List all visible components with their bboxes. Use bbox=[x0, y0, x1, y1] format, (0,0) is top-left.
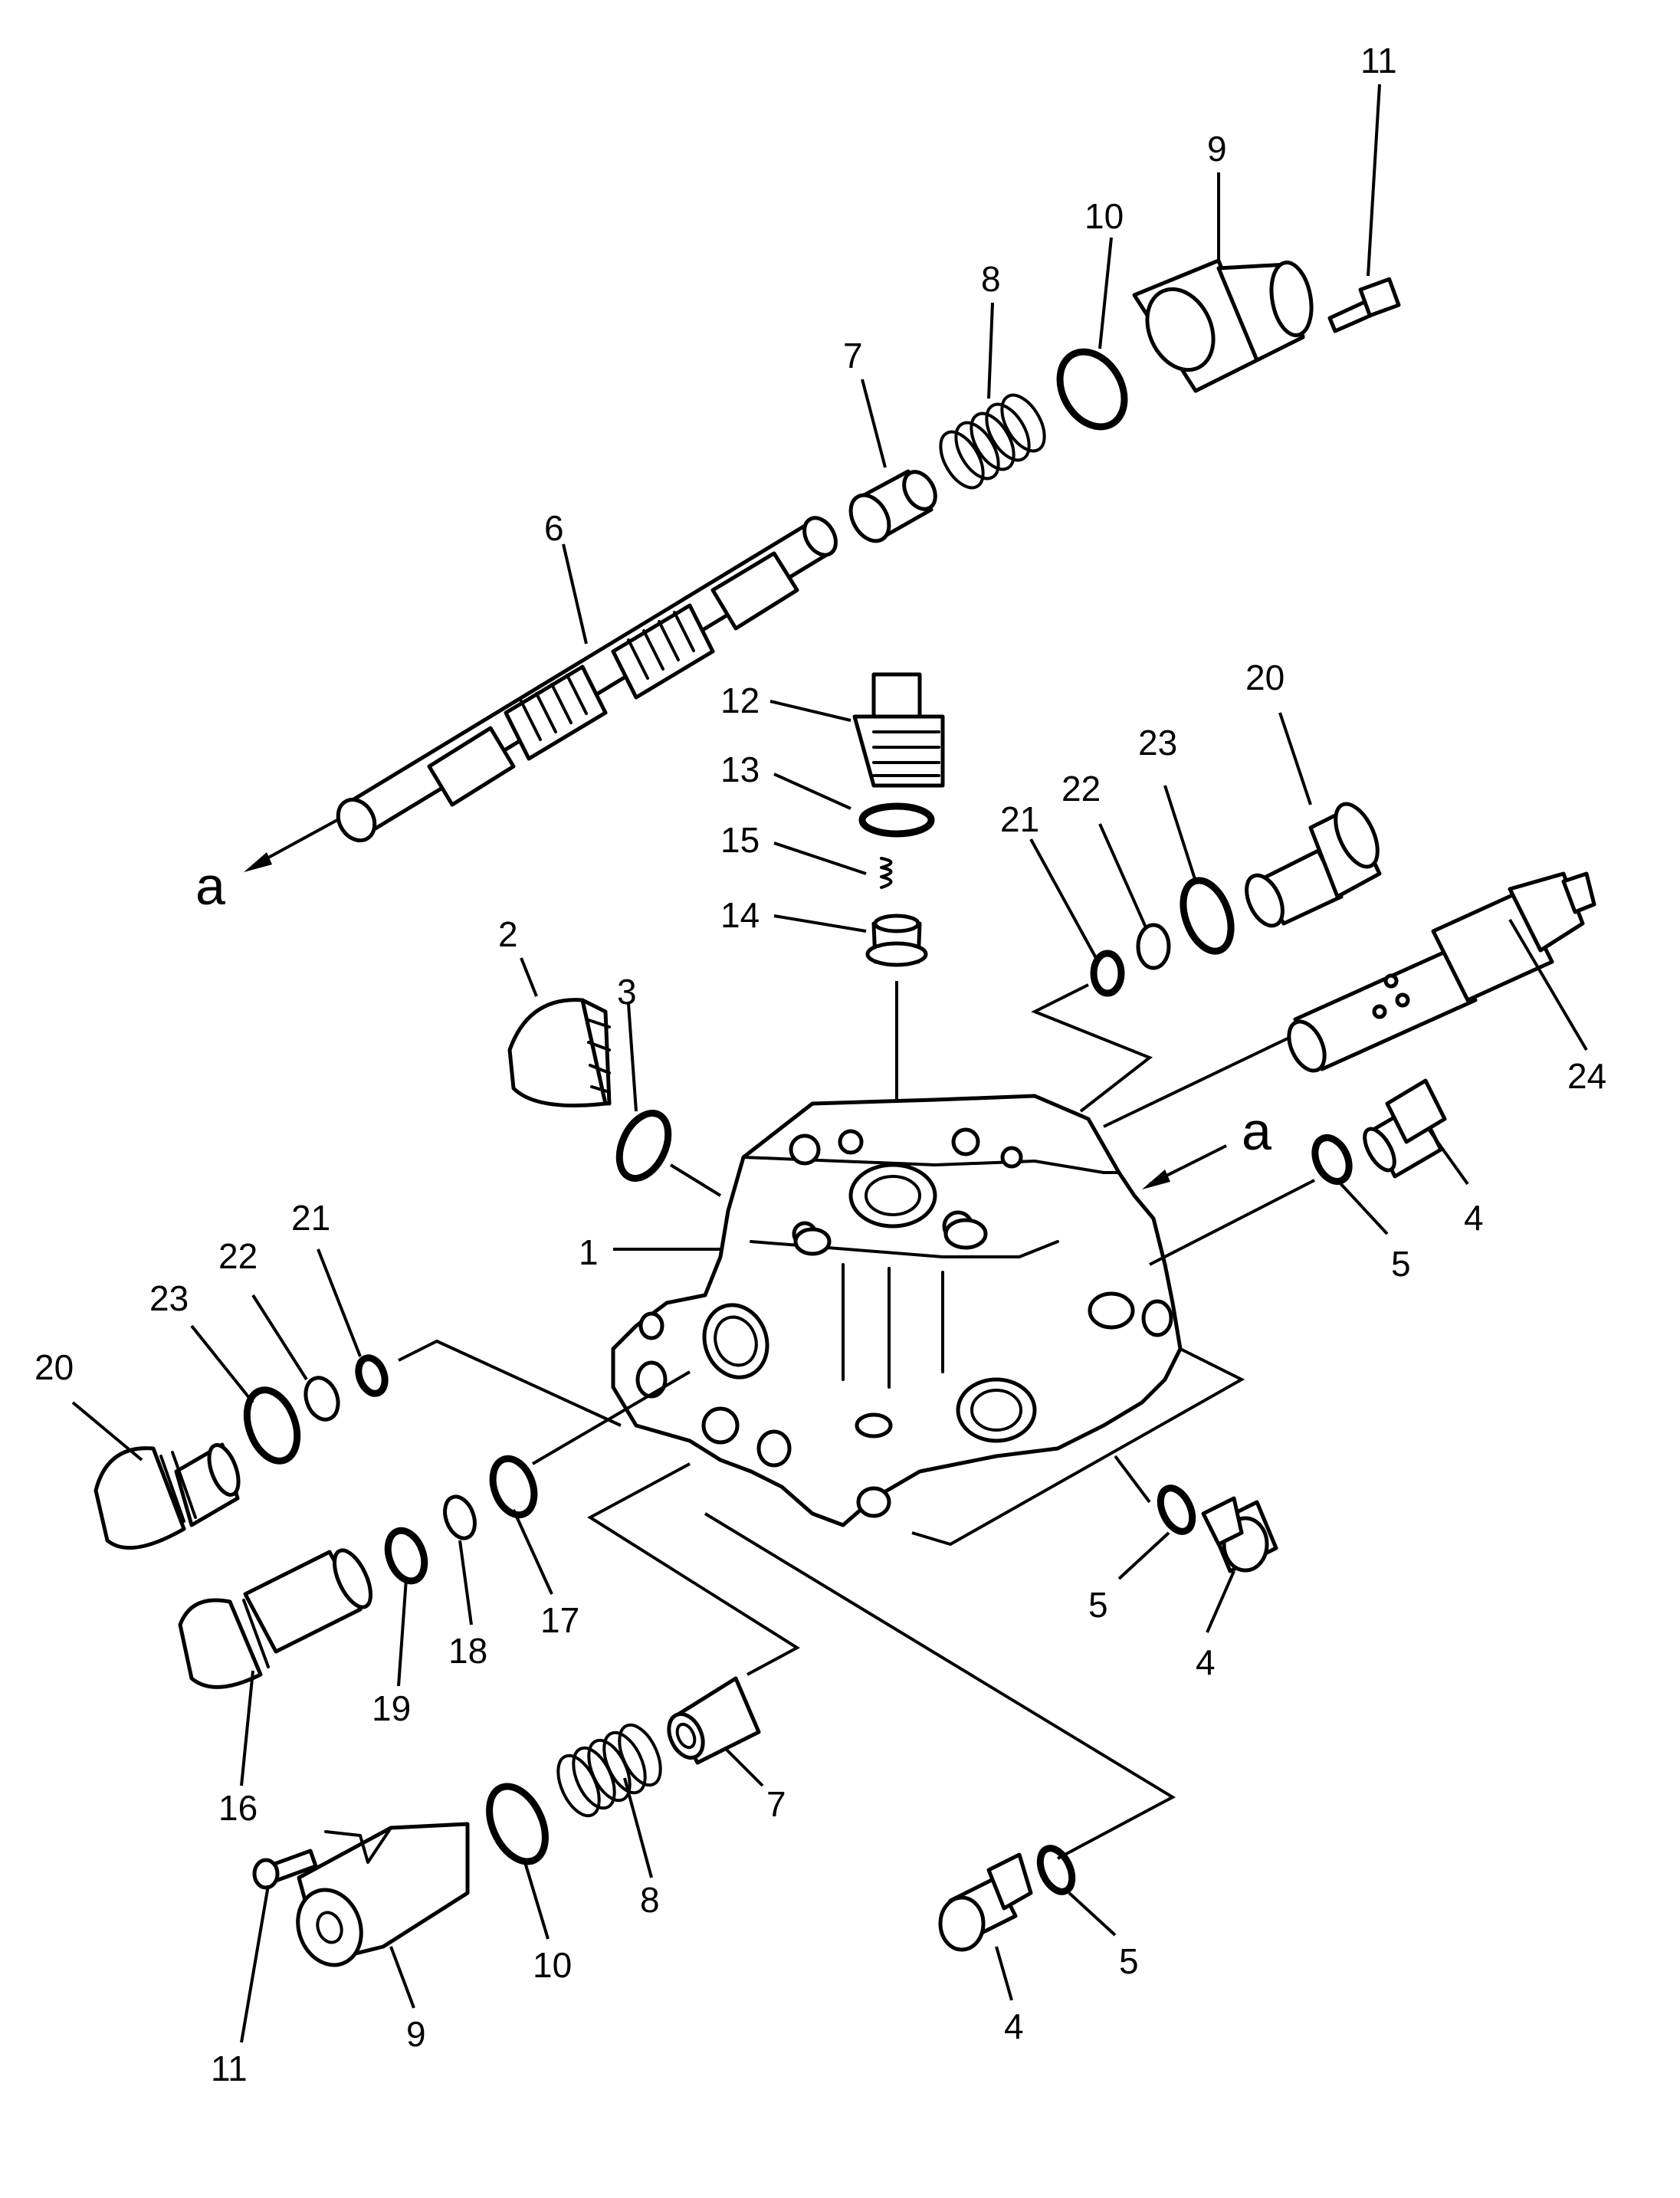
label-9-upper: 9 bbox=[1207, 129, 1227, 169]
label-18: 18 bbox=[448, 1631, 487, 1671]
plug-4-upper-right bbox=[1363, 1078, 1447, 1179]
label-6: 6 bbox=[544, 508, 564, 548]
label-19: 19 bbox=[372, 1688, 411, 1728]
reference-label-a-left: a bbox=[195, 856, 225, 916]
label-22-upper: 22 bbox=[1061, 769, 1101, 809]
label-3: 3 bbox=[617, 972, 637, 1012]
plug-4-lower bbox=[938, 1852, 1033, 1952]
plug-16 bbox=[178, 1548, 372, 1689]
label-23-lower: 23 bbox=[149, 1278, 189, 1318]
leader-17-to-body bbox=[531, 1370, 691, 1465]
label-7-lower: 7 bbox=[766, 1784, 786, 1824]
label-22-lower: 22 bbox=[218, 1236, 258, 1276]
label-9-lower: 9 bbox=[406, 2014, 426, 2054]
plug-12 bbox=[852, 672, 945, 788]
label-10-upper: 10 bbox=[1084, 196, 1124, 236]
label-11-upper: 11 bbox=[1360, 41, 1397, 80]
o-ring-23-upper bbox=[1180, 877, 1235, 955]
label-21-lower: 21 bbox=[291, 1198, 330, 1238]
leader-5-lower-to-body bbox=[704, 1512, 1176, 1860]
spring-15 bbox=[880, 857, 893, 889]
label-12: 12 bbox=[720, 681, 760, 720]
o-ring-23-lower bbox=[243, 1386, 301, 1465]
valve-body-1 bbox=[611, 1094, 1183, 1527]
reference-arrow-a-right: a bbox=[1142, 1101, 1271, 1189]
o-ring-17 bbox=[489, 1455, 538, 1519]
leader-24-to-body bbox=[1103, 1037, 1288, 1128]
o-ring-5-lower bbox=[1036, 1845, 1076, 1895]
label-5-right-lower: 5 bbox=[1088, 1585, 1108, 1625]
valve-24 bbox=[1287, 871, 1596, 1073]
leader-4-lower-right-to-body bbox=[911, 1347, 1245, 1547]
label-4-right-lower: 4 bbox=[1196, 1642, 1216, 1682]
o-ring-3 bbox=[615, 1110, 672, 1182]
cover-9-lower bbox=[296, 1822, 470, 1967]
o-ring-13 bbox=[858, 802, 935, 838]
label-10-lower: 10 bbox=[533, 1945, 572, 1985]
label-21-upper: 21 bbox=[1000, 799, 1039, 839]
washer-18 bbox=[443, 1494, 477, 1540]
label-14: 14 bbox=[720, 895, 760, 935]
washer-22-lower bbox=[304, 1376, 340, 1422]
label-17: 17 bbox=[540, 1600, 579, 1640]
label-20-upper: 20 bbox=[1245, 658, 1285, 697]
label-16: 16 bbox=[218, 1788, 258, 1828]
label-24: 24 bbox=[1567, 1056, 1606, 1096]
label-1: 1 bbox=[579, 1232, 599, 1272]
label-11-lower: 11 bbox=[211, 2049, 248, 2088]
leader-21-lower-to-body bbox=[398, 1339, 622, 1427]
cover-9-upper bbox=[1132, 258, 1314, 393]
leader-7-lower-to-body bbox=[587, 1462, 800, 1676]
label-8-lower: 8 bbox=[640, 1880, 660, 1920]
label-5-upper-right: 5 bbox=[1391, 1244, 1411, 1284]
o-ring-19 bbox=[384, 1527, 428, 1585]
plug-4-right-lower bbox=[1201, 1496, 1278, 1573]
callout-leaders bbox=[71, 84, 1588, 2043]
reference-arrow-a-left: a bbox=[195, 819, 338, 916]
o-ring-5-upper-right bbox=[1311, 1134, 1353, 1185]
o-ring-10-lower bbox=[486, 1783, 549, 1865]
stopper-7-upper bbox=[848, 469, 937, 543]
leader-5-upper-right-to-body bbox=[1149, 1179, 1315, 1266]
part-number-labels: 11 9 10 8 7 6 12 13 15 14 20 23 22 21 24… bbox=[34, 41, 1606, 2088]
bolt-11-upper bbox=[1327, 277, 1401, 333]
spring-8-upper bbox=[939, 393, 1046, 490]
leader-21-upper-to-body bbox=[1031, 983, 1153, 1113]
leader-3-to-body bbox=[669, 1163, 722, 1197]
o-ring-10-upper bbox=[1056, 348, 1128, 431]
label-23-upper: 23 bbox=[1138, 723, 1177, 763]
spool-6 bbox=[336, 516, 838, 843]
label-15: 15 bbox=[720, 820, 760, 860]
reference-label-a-right: a bbox=[1242, 1101, 1271, 1161]
spring-8-lower bbox=[556, 1723, 662, 1818]
bolt-11-lower bbox=[252, 1849, 318, 1890]
label-13: 13 bbox=[720, 750, 760, 789]
leader-5-right-lower-to-body bbox=[1114, 1455, 1151, 1504]
label-20-lower: 20 bbox=[34, 1347, 74, 1387]
washer-22-upper bbox=[1136, 923, 1171, 970]
valve-14 bbox=[865, 914, 928, 967]
label-4-lower: 4 bbox=[1004, 2006, 1024, 2046]
o-ring-21-lower bbox=[355, 1354, 389, 1397]
plug-2 bbox=[507, 998, 612, 1107]
label-8-upper: 8 bbox=[981, 259, 1001, 299]
label-5-lower: 5 bbox=[1119, 1941, 1139, 1981]
o-ring-5-right-lower bbox=[1157, 1484, 1196, 1535]
plug-20-lower bbox=[94, 1442, 241, 1550]
o-ring-21-upper bbox=[1090, 950, 1125, 997]
label-2: 2 bbox=[498, 914, 518, 954]
plug-20-upper bbox=[1245, 802, 1382, 928]
stopper-7-lower bbox=[667, 1676, 761, 1765]
label-4-upper-right: 4 bbox=[1464, 1198, 1484, 1238]
label-7-upper: 7 bbox=[843, 336, 863, 376]
